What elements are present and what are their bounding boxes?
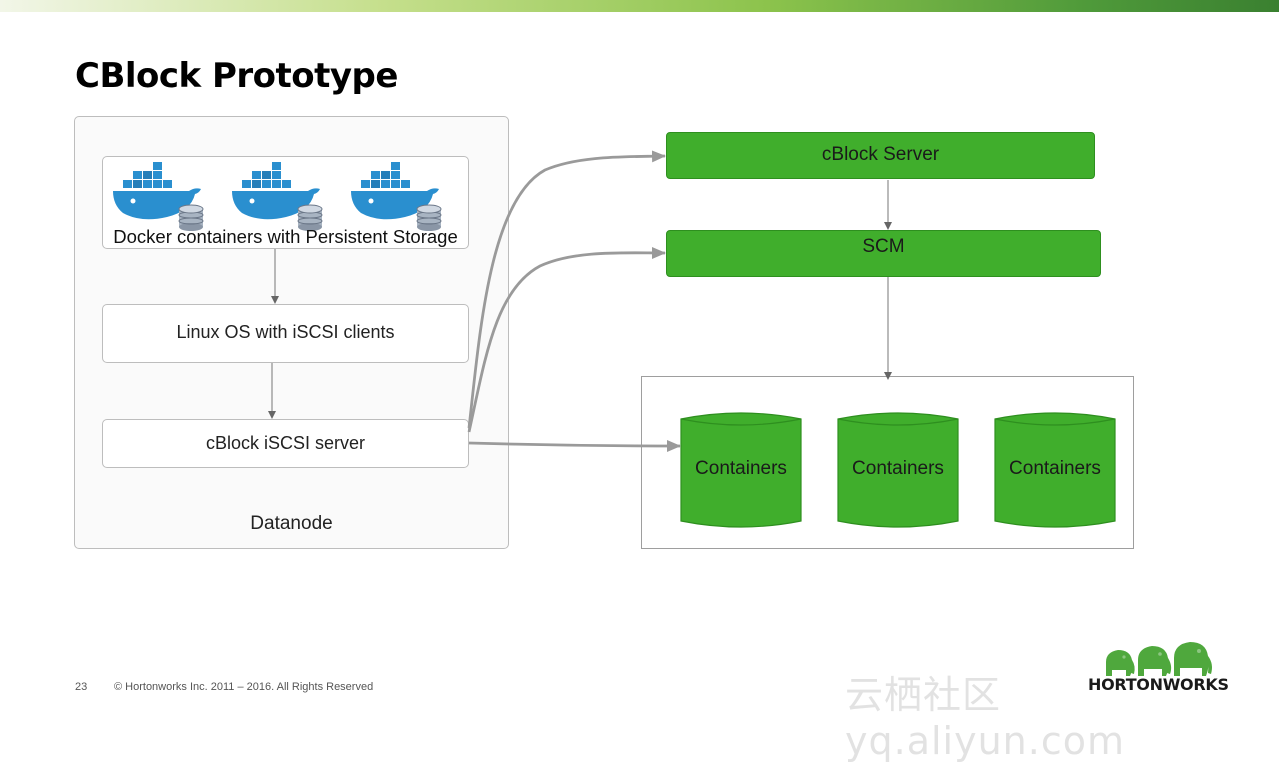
scm-node: SCM (666, 230, 1101, 277)
container-label: Containers (1009, 458, 1101, 479)
cylinder-shape (837, 412, 959, 528)
container-cylinder: Containers (837, 409, 959, 531)
container-label: Containers (852, 458, 944, 479)
linux-os-label: Linux OS with iSCSI clients (176, 322, 395, 342)
iscsi-server-label: cBlock iSCSI server (205, 433, 366, 453)
logo-text: HORTONWORKS (1088, 675, 1229, 694)
container-cylinder: Containers (680, 409, 802, 531)
linux-os-box: Linux OS with iSCSI clients (102, 304, 469, 363)
container-label: Containers (695, 458, 787, 479)
docker-containers-box: Docker containers with Persistent Storag… (102, 156, 469, 249)
slide-title: CBlock Prototype (75, 56, 398, 96)
copyright-text: © Hortonworks Inc. 2011 – 2016. All Righ… (114, 681, 374, 693)
database-icon (416, 204, 442, 231)
docker-whale-icon (351, 162, 442, 231)
cylinder-shape (994, 412, 1116, 528)
cylinder-shape (680, 412, 802, 528)
hortonworks-logo: HORTONWORKS (1088, 640, 1229, 700)
top-accent-bar (0, 0, 1279, 12)
elephant-icon (1106, 642, 1212, 676)
cblock-server-node: cBlock Server (666, 132, 1095, 179)
page-number: 23 (75, 681, 88, 693)
docker-containers-label: Docker containers with Persistent Storag… (113, 226, 458, 247)
container-cylinder: Containers (994, 409, 1116, 531)
iscsi-server-box: cBlock iSCSI server (102, 419, 469, 468)
docker-whale-icon (113, 162, 204, 231)
database-icon (297, 204, 323, 231)
datanode-label: Datanode (250, 513, 333, 534)
database-icon (178, 204, 204, 231)
docker-whale-icon (232, 162, 323, 231)
